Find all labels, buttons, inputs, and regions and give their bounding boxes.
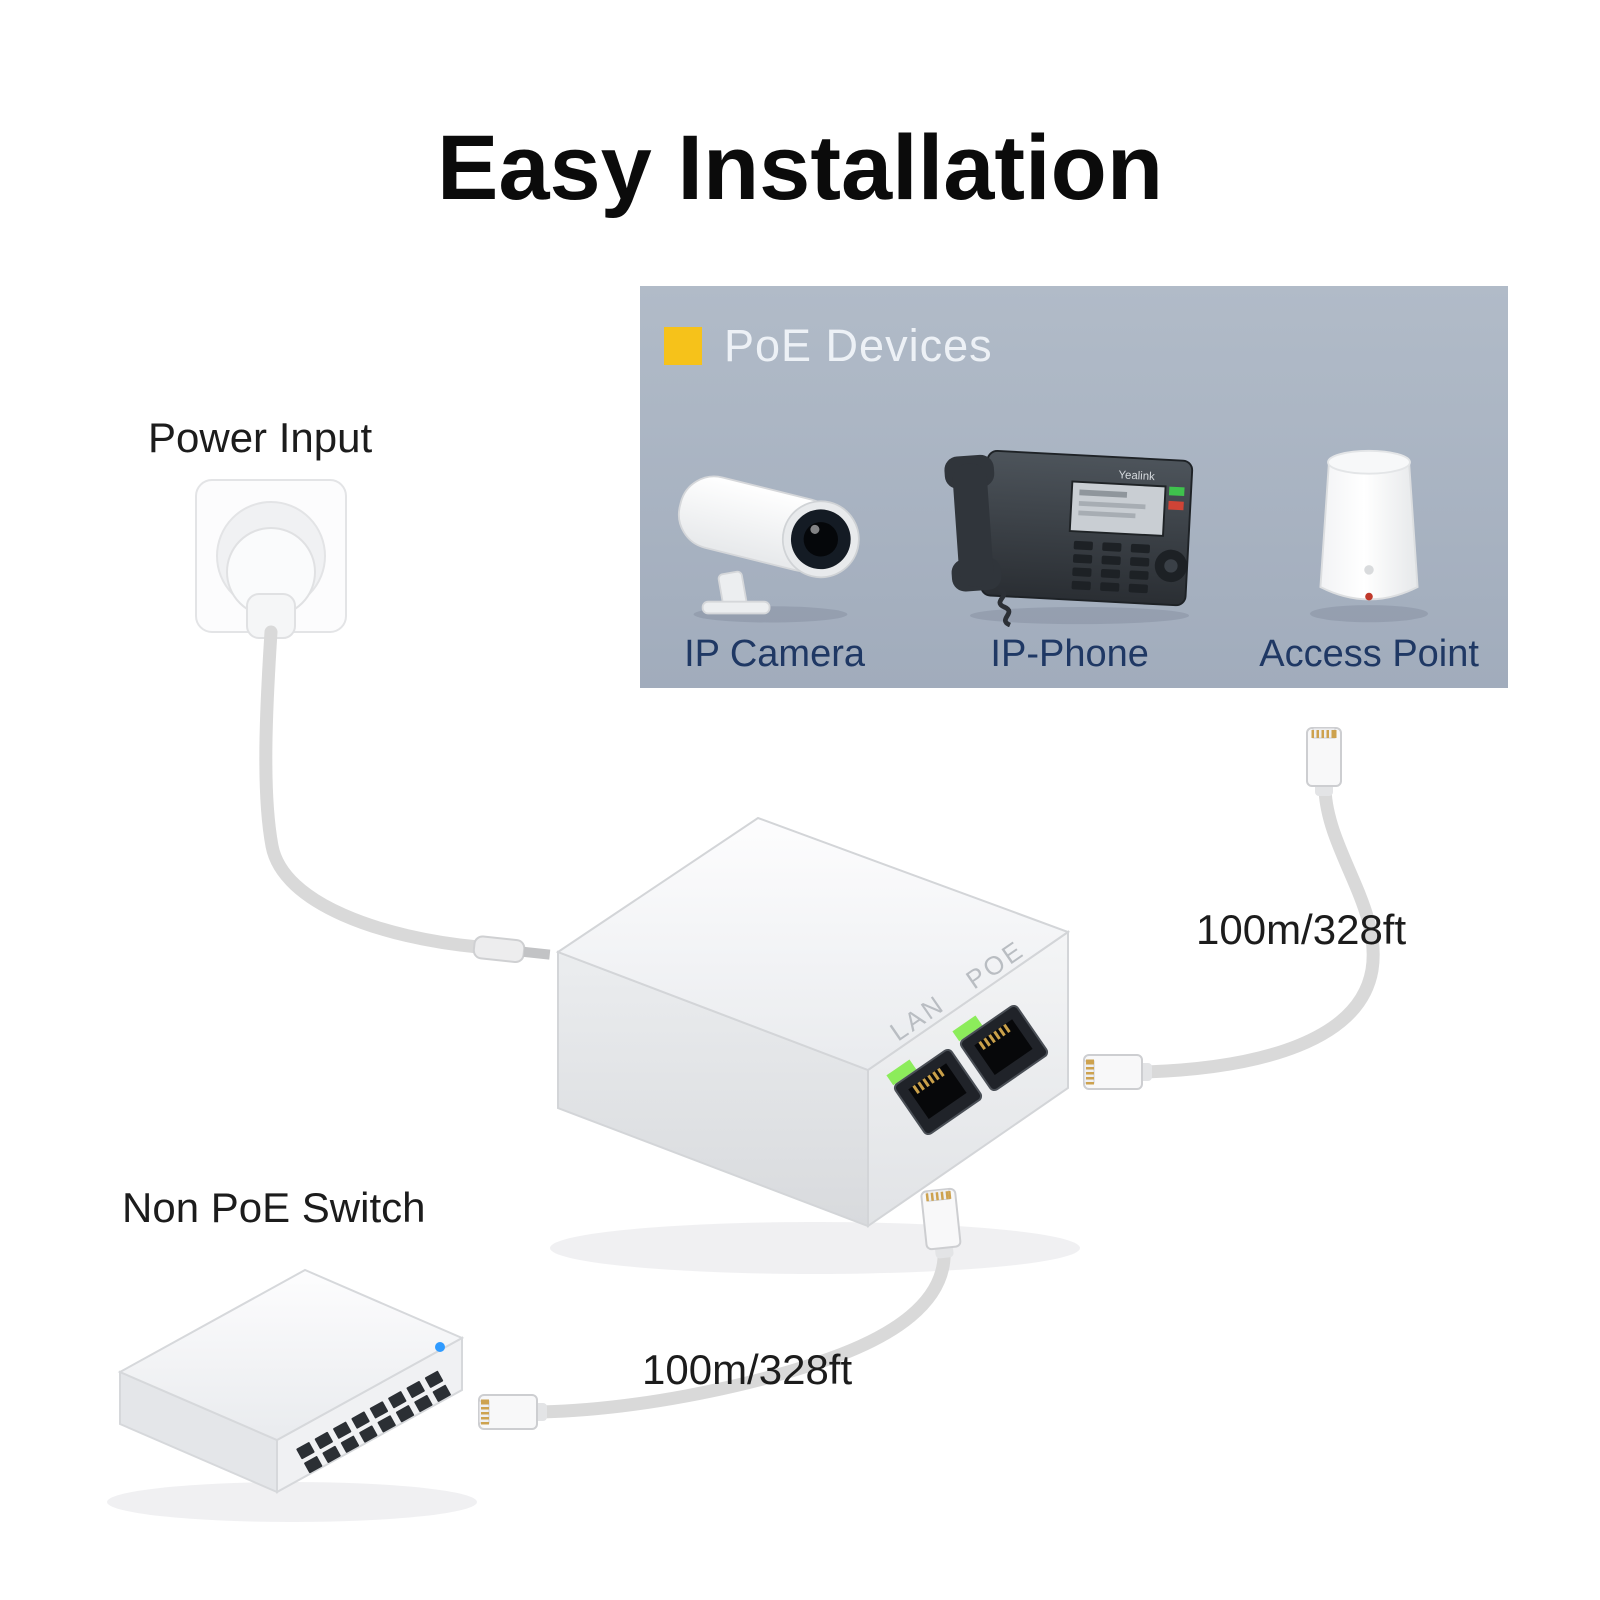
poe-port bbox=[952, 1004, 1049, 1092]
phone-brand-text: Yealink bbox=[1118, 469, 1155, 483]
network-switch bbox=[117, 1268, 465, 1494]
ip-phone-label: IP-Phone bbox=[990, 633, 1149, 675]
wall-socket bbox=[195, 479, 347, 639]
non-poe-switch-label: Non PoE Switch bbox=[122, 1184, 426, 1231]
panel-header: PoE Devices bbox=[664, 320, 993, 372]
lan-port bbox=[886, 1048, 983, 1136]
poe-injector: LAN POE bbox=[555, 816, 1071, 1228]
cable-length-label-bottom: 100m/328ft bbox=[642, 1346, 853, 1393]
lan-cable bbox=[533, 1241, 951, 1419]
switch-status-led bbox=[435, 1342, 445, 1352]
panel-title: PoE Devices bbox=[724, 320, 993, 371]
ip-phone-figure: Yealink bbox=[944, 449, 1193, 627]
ip-camera-figure bbox=[677, 475, 860, 623]
yellow-square-icon bbox=[664, 327, 702, 365]
poe-devices-panel: PoE Devices bbox=[640, 286, 1508, 688]
cable-length-label-right: 100m/328ft bbox=[1196, 906, 1407, 953]
rj45-connector-poe-side bbox=[1083, 1054, 1153, 1090]
rj45-connector-top-right bbox=[1306, 727, 1342, 797]
device-row: IP Camera Yealink bbox=[640, 427, 1508, 676]
dc-power-connector bbox=[472, 935, 551, 964]
power-cable bbox=[259, 625, 485, 954]
device-ip-camera: IP Camera bbox=[640, 437, 909, 676]
ip-camera-label: IP Camera bbox=[684, 633, 865, 675]
device-ip-phone: Yealink bbox=[909, 427, 1230, 676]
access-point-figure bbox=[1310, 449, 1429, 623]
page-title: Easy Installation bbox=[436, 117, 1164, 219]
power-input-label: Power Input bbox=[148, 414, 373, 461]
device-access-point: Access Point bbox=[1230, 427, 1508, 676]
access-point-label: Access Point bbox=[1259, 633, 1479, 675]
poe-cable bbox=[1139, 783, 1380, 1079]
rj45-connector-switch-side bbox=[478, 1394, 548, 1430]
